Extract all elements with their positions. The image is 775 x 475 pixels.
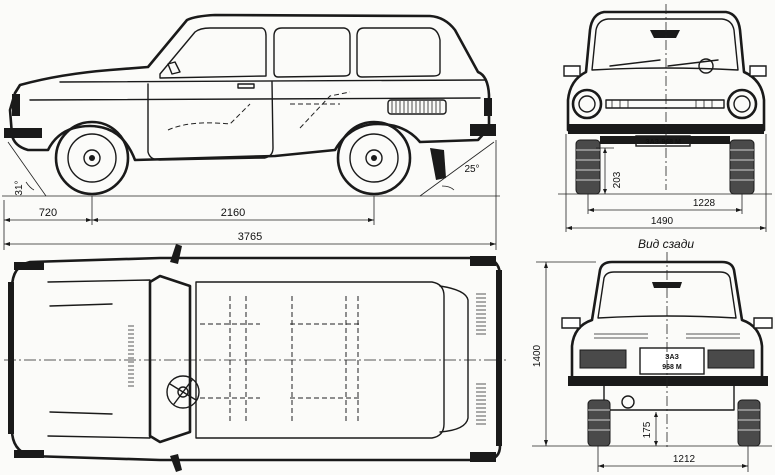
front-view	[558, 4, 772, 232]
overall-length-label: 3765	[238, 231, 262, 243]
overall-width-label: 1490	[651, 216, 674, 227]
approach-angle-label: 31°	[14, 180, 25, 195]
front-plate-text: ЗАЗ-968 М	[645, 139, 681, 146]
side-view	[2, 13, 500, 250]
departure-angle-label: 25°	[464, 164, 479, 175]
front-track-label: 1228	[693, 198, 716, 209]
top-view	[4, 244, 506, 472]
wheelbase-label: 2160	[221, 207, 245, 219]
rear-view	[532, 252, 773, 472]
rear-clearance-label: 175	[642, 421, 653, 438]
rear-view-caption: Вид сзади	[638, 237, 694, 251]
rear-plate-line1: ЗАЗ	[665, 354, 679, 361]
overall-height-label: 1400	[532, 344, 543, 367]
ground-clearance-label: 203	[612, 171, 623, 188]
front-overhang-label: 720	[39, 207, 57, 219]
rear-plate-line2: 968 М	[662, 364, 682, 371]
rear-track-label: 1212	[673, 454, 696, 465]
